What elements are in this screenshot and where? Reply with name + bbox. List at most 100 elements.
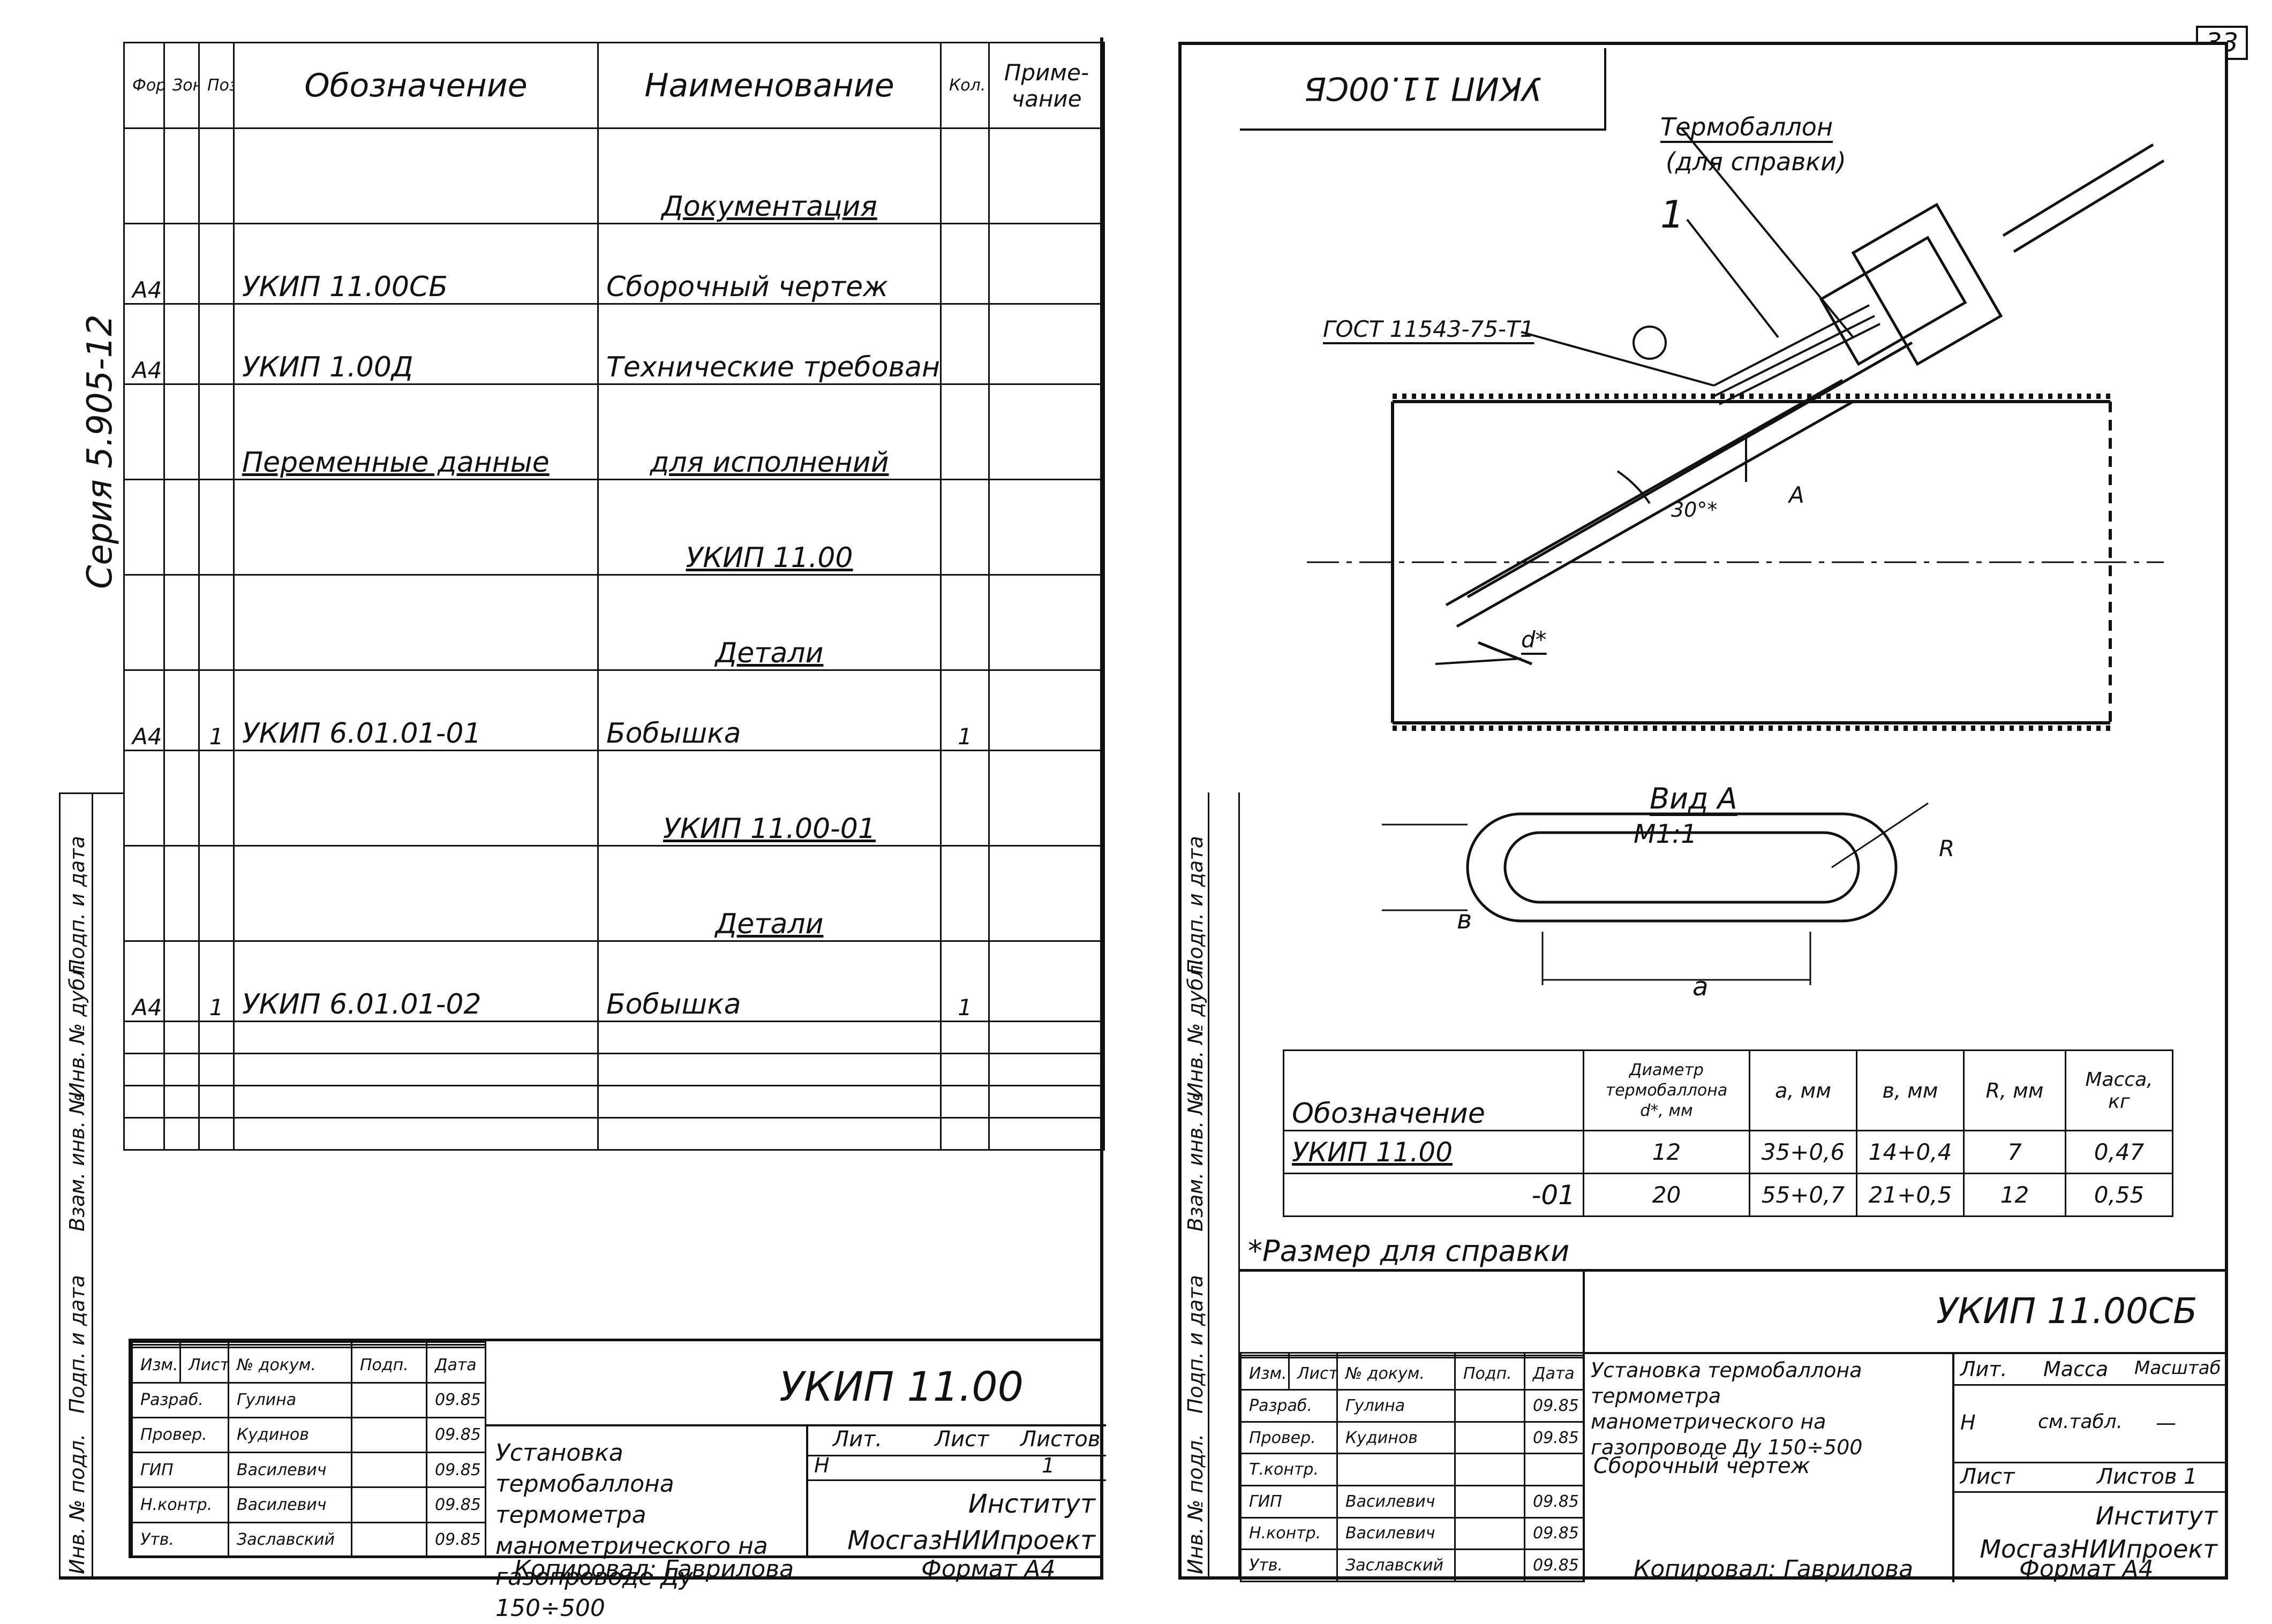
left-side-stamps [59,792,123,1580]
spec-cell-pos [198,479,235,576]
right-scale-label: Масштаб [2134,1357,2221,1379]
spec-cell-name: Детали [597,574,942,671]
spec-cell-pos [198,223,235,305]
dim-cell: -01 [1283,1173,1584,1217]
sig-blank-row [131,1341,486,1346]
sig-name: Заславский [228,1521,352,1559]
spec-cell-qty: 1 [940,669,990,751]
leader-gost [1521,331,1714,387]
specification-table: Формат Зона Поз. Обозначение Наименовани… [123,42,1105,1151]
right-stamp-4: Инв. № дубл. [1184,958,1207,1098]
sig-date: 09.85 [1524,1421,1584,1455]
spec-cell-name: Технические требования [597,303,942,385]
spec-cell-name: УКИП 11.00 [597,479,942,576]
sig-blank-row [1240,1354,1584,1359]
sig-header: Изм. [131,1347,181,1384]
spec-cell-pos [198,383,235,480]
spec-cell-qty [940,127,990,224]
spec-cell-qty [940,303,990,385]
right-stamp-1: Инв. № подл. [1184,1433,1207,1574]
spec-cell-pos [198,127,235,224]
sig-header: Дата [1524,1357,1584,1391]
right-title-sub: Сборочный чертеж [1593,1454,1810,1478]
sig-role: Провер. [1240,1421,1338,1455]
spec-row-empty [123,1021,1105,1054]
spec-cell-name: Детали [597,845,942,942]
spec-cell-pos: 1 [198,940,235,1022]
thermo-label: Термобаллон [1660,112,1833,141]
right-sheet [1178,42,2228,1580]
spec-cell-qty [940,383,990,480]
r-label: R [1939,835,1955,862]
spec-cell-format: А4 [123,669,165,751]
spec-cell-pos [198,750,235,847]
sig-name: Кудинов [228,1416,352,1454]
spec-cell-designation [233,127,599,224]
spec-cell-qty [940,750,990,847]
assembly-drawing [1307,129,2165,985]
dim-cell: 12 [1963,1173,2066,1217]
leader-d [1435,658,1522,665]
spec-cell-format [123,574,165,671]
sig-name: Василевич [1336,1484,1456,1519]
left-sheets-value: 1 [1042,1454,1055,1477]
dim-cell: 35+0,6 [1749,1130,1857,1174]
sig-role: Разраб. [1240,1389,1338,1423]
footnote: *Размер для справки [1248,1234,1570,1268]
dim-cell: 55+0,7 [1749,1173,1857,1217]
leader-thermo [1681,129,1854,338]
spec-row: Детали [123,574,1105,671]
spec-cell-pos [198,303,235,385]
dim-col-a: а, мм [1749,1049,1857,1131]
spec-cell-pos [198,845,235,942]
spec-cell-qty [940,574,990,671]
sig-role: Утв. [1240,1549,1338,1582]
spec-cell-designation [233,845,599,942]
spec-cell-name: УКИП 11.00-01 [597,750,942,847]
right-mass-value: см.табл. [2038,1411,2123,1433]
left-sheet-label: Лист [935,1427,989,1452]
spec-row: УКИП 11.00 [123,479,1105,576]
spec-cell-format [123,479,165,576]
spec-cell-qty: 1 [940,940,990,1022]
boss-hatch [1713,304,1880,405]
left-copied: Копировал: Гаврилова [514,1555,794,1583]
left-stamp-2: Подп. и дата [65,1275,89,1414]
weld-symbol [1632,326,1667,360]
sig-role: Утв. [131,1521,229,1559]
right-org: Институт МосгазНИИпроект [1980,1501,2217,1563]
sig-role: Н.контр. [1240,1516,1338,1551]
sig-date [1524,1453,1584,1486]
right-lit-label: Лит. [1960,1357,2007,1381]
sig-date: 09.85 [1524,1516,1584,1551]
b-label: в [1457,905,1472,935]
sig-name [1336,1453,1456,1486]
spec-cell-format [123,845,165,942]
right-stamp-5: Подп. и дата [1184,836,1207,975]
dimension-table: Обозначение Диаметр термобаллона d*, мм … [1283,1049,2173,1217]
left-org: Институт МосгазНИИпроект [847,1489,1095,1555]
left-stamp-3: Взам. инв. № [65,1093,89,1232]
sig-role: ГИП [1240,1484,1338,1519]
sig-name: Василевич [1336,1516,1456,1551]
sig-header: Дата [426,1347,486,1384]
spec-row: УКИП 11.00-01 [123,750,1105,847]
sig-name: Василевич [228,1452,352,1489]
spec-row-empty [123,1053,1105,1086]
dim-cell: 0,55 [2065,1173,2173,1217]
sig-role: Н.контр. [131,1486,229,1523]
spec-cell-designation [233,750,599,847]
